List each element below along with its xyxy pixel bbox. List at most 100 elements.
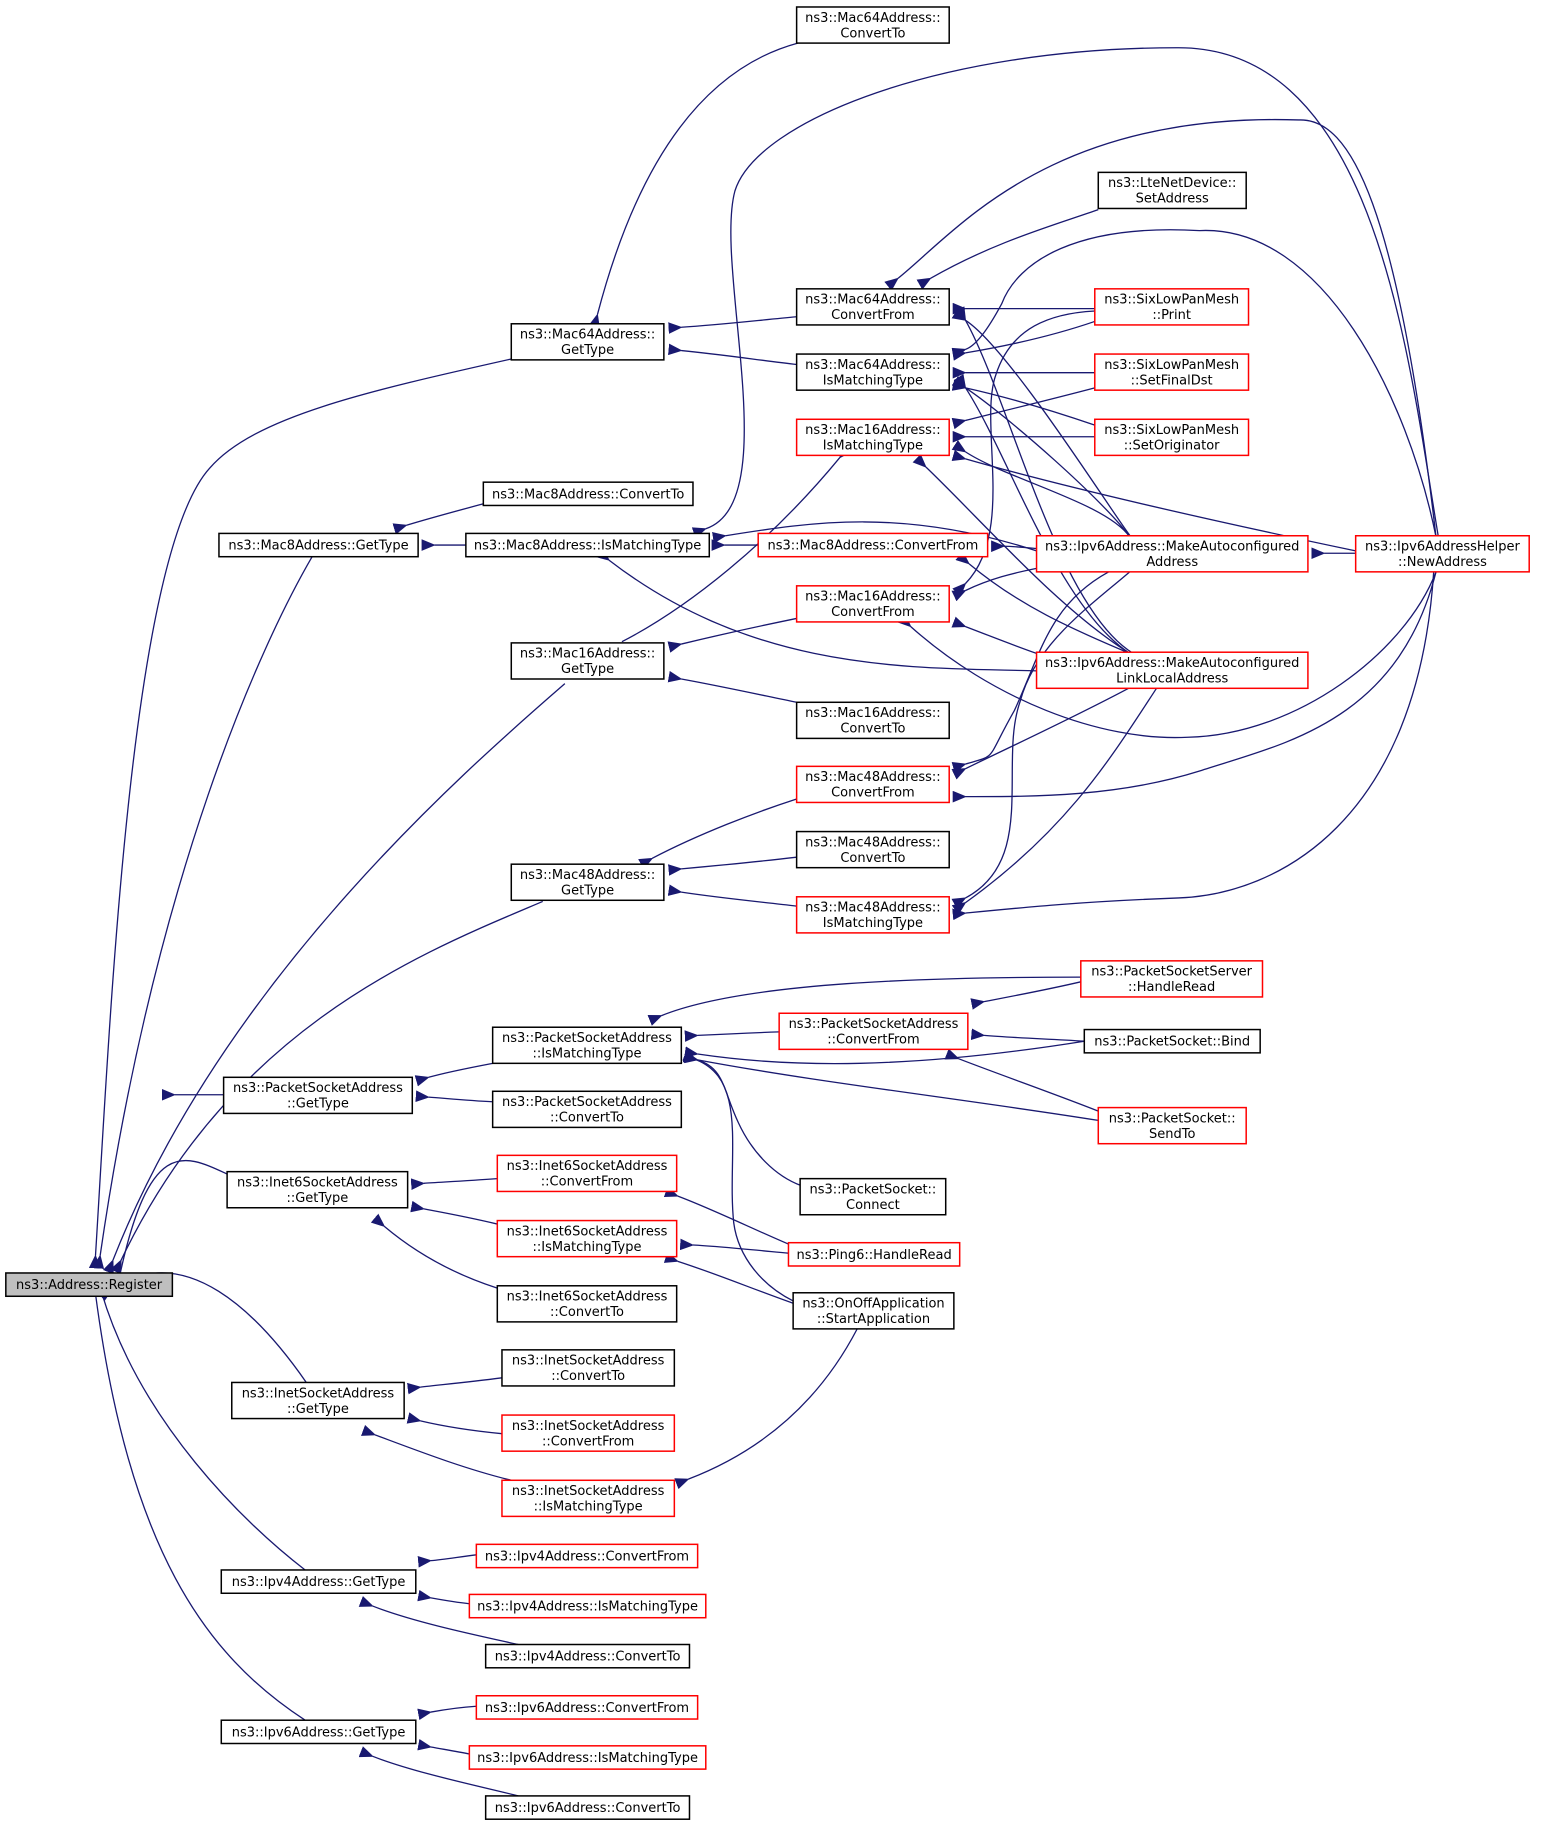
edge-i6sa-convertto-to-i6sa-gettype	[370, 1213, 497, 1288]
edge-ipv6-makeautoll-to-mac64-ismatching	[953, 373, 1130, 654]
node-label-line: ns3::Mac64Address::	[520, 328, 655, 343]
node-mac16-ismatching[interactable]: ns3::Mac16Address::IsMatchingType	[795, 418, 950, 457]
node-ipv6-convertto[interactable]: ns3::Ipv6Address::ConvertTo	[484, 1795, 691, 1820]
node-label-line: ns3::SixLowPanMesh	[1104, 423, 1239, 438]
edge-mac48-convertfrom-to-mac48-gettype	[638, 799, 796, 870]
node-ipv6-convertfrom[interactable]: ns3::Ipv6Address::ConvertFrom	[475, 1694, 699, 1720]
node-ipv6-makeautoll[interactable]: ns3::Ipv6Address::MakeAutoconfiguredLink…	[1035, 651, 1309, 690]
node-mac8-gettype[interactable]: ns3::Mac8Address::GetType	[218, 532, 419, 558]
node-box	[226, 1170, 409, 1209]
node-i6sa-convertto[interactable]: ns3::Inet6SocketAddress::ConvertTo	[496, 1285, 678, 1323]
node-label-line: SetAddress	[1136, 192, 1209, 207]
node-label-line: ns3::Mac64Address::	[805, 293, 940, 308]
node-label-line: Connect	[846, 1198, 900, 1213]
node-ipv4-gettype[interactable]: ns3::Ipv4Address::GetType	[220, 1569, 417, 1595]
edge-mac8-convertto-to-mac8-gettype	[392, 503, 485, 535]
edge-onoff-start-to-i6sa-ismatching	[663, 1251, 793, 1303]
node-label-line: ::ConvertTo	[550, 1305, 624, 1320]
node-i6sa-convertfrom[interactable]: ns3::Inet6SocketAddress::ConvertFrom	[496, 1154, 678, 1193]
node-i6sa-gettype[interactable]: ns3::Inet6SocketAddress::GetType	[226, 1170, 409, 1209]
node-ipv4-ismatching[interactable]: ns3::Ipv4Address::IsMatchingType	[468, 1593, 707, 1619]
node-mac64-gettype[interactable]: ns3::Mac64Address::GetType	[510, 323, 665, 361]
node-ps-bind[interactable]: ns3::PacketSocket::Bind	[1083, 1028, 1261, 1054]
node-mac16-gettype[interactable]: ns3::Mac16Address::GetType	[510, 642, 665, 680]
node-label-line: ns3::Mac16Address::	[805, 423, 940, 438]
node-box	[795, 353, 950, 391]
node-sixlow-setoriginator[interactable]: ns3::SixLowPanMesh::SetOriginator	[1094, 418, 1250, 457]
node-label-line: ns3::PacketSocket::	[1109, 1111, 1236, 1126]
node-label-line: ::ConvertTo	[550, 1111, 624, 1126]
node-ipv6helper-newaddress[interactable]: ns3::Ipv6AddressHelper::NewAddress	[1354, 534, 1530, 573]
node-mac8-ismatching[interactable]: ns3::Mac8Address::IsMatchingType	[465, 532, 711, 558]
node-label-line: ns3::PacketSocketServer	[1091, 965, 1252, 980]
node-ipv6-makeauto[interactable]: ns3::Ipv6Address::MakeAutoconfiguredAddr…	[1035, 534, 1309, 573]
node-label-line: ns3::Ipv6Address::ConvertTo	[495, 1801, 681, 1816]
edge-psa-ismatching-to-psa-gettype	[414, 1063, 493, 1087]
node-label-line: ns3::Mac8Address::ConvertTo	[492, 487, 684, 502]
edge-mac16-convertfrom-to-mac16-gettype	[667, 618, 796, 653]
node-onoff-start[interactable]: ns3::OnOffApplication::StartApplication	[792, 1292, 955, 1330]
node-box	[795, 288, 950, 326]
node-isa-gettype[interactable]: ns3::InetSocketAddress::GetType	[231, 1381, 405, 1420]
node-label-line: ns3::PacketSocket::Bind	[1094, 1035, 1250, 1050]
node-ps-sendto[interactable]: ns3::PacketSocket::SendTo	[1097, 1106, 1247, 1145]
edge-mac16-convertto-to-mac16-gettype	[667, 670, 796, 702]
edge-i6sa-ismatching-to-i6sa-gettype	[410, 1200, 497, 1224]
node-label-line: ns3::Ipv4Address::IsMatchingType	[477, 1600, 698, 1615]
node-ps-connect[interactable]: ns3::PacketSocket::Connect	[799, 1177, 947, 1216]
node-ipv4-convertfrom[interactable]: ns3::Ipv4Address::ConvertFrom	[475, 1543, 699, 1569]
node-box	[501, 1414, 676, 1452]
node-psa-gettype[interactable]: ns3::PacketSocketAddress::GetType	[222, 1076, 414, 1115]
node-sixlow-setfinaldst[interactable]: ns3::SixLowPanMesh::SetFinalDst	[1094, 353, 1250, 391]
node-mac8-convertto[interactable]: ns3::Mac8Address::ConvertTo	[482, 481, 694, 507]
node-lte-setaddress[interactable]: ns3::LteNetDevice::SetAddress	[1097, 171, 1247, 210]
node-mac16-convertfrom[interactable]: ns3::Mac16Address::ConvertFrom	[795, 585, 950, 623]
node-box	[468, 1745, 707, 1770]
node-mac64-convertfrom[interactable]: ns3::Mac64Address::ConvertFrom	[795, 288, 950, 326]
node-label-line: ns3::Mac64Address::	[805, 11, 940, 26]
node-mac64-convertto[interactable]: ns3::Mac64Address::ConvertTo	[795, 6, 950, 44]
node-box	[1094, 353, 1250, 391]
node-label-line: ::IsMatchingType	[534, 1500, 643, 1515]
node-pss-handleread[interactable]: ns3::PacketSocketServer::HandleRead	[1080, 960, 1264, 998]
edge-ipv4-convertfrom-to-ipv4-gettype	[417, 1555, 476, 1568]
node-mac48-ismatching[interactable]: ns3::Mac48Address::IsMatchingType	[795, 896, 950, 934]
node-sixlow-print[interactable]: ns3::SixLowPanMesh::Print	[1094, 288, 1250, 326]
node-box	[795, 830, 950, 869]
node-mac16-convertto[interactable]: ns3::Mac16Address::ConvertTo	[795, 701, 950, 740]
node-mac48-gettype[interactable]: ns3::Mac48Address::GetType	[510, 863, 665, 902]
node-label-line: ns3::InetSocketAddress	[512, 1419, 665, 1434]
node-label-line: ConvertTo	[840, 722, 905, 737]
edge-onoff-start-to-psa-ismatching	[682, 1049, 793, 1301]
edge-ps-bind-to-psa-convertfrom	[970, 1028, 1084, 1041]
node-mac48-convertfrom[interactable]: ns3::Mac48Address::ConvertFrom	[795, 765, 950, 804]
node-register[interactable]: ns3::Address::Register	[5, 1272, 174, 1298]
node-isa-convertto[interactable]: ns3::InetSocketAddress::ConvertTo	[501, 1349, 676, 1387]
edge-ps-sendto-to-psa-convertfrom	[944, 1048, 1099, 1111]
edge-mac16-gettype-to-register	[102, 684, 565, 1275]
node-psa-convertto[interactable]: ns3::PacketSocketAddress::ConvertTo	[491, 1090, 683, 1129]
edge-mac8-gettype-to-register	[92, 557, 312, 1270]
node-label-line: IsMatchingType	[823, 439, 923, 454]
node-psa-ismatching[interactable]: ns3::PacketSocketAddress::IsMatchingType	[491, 1026, 683, 1065]
node-mac64-ismatching[interactable]: ns3::Mac64Address::IsMatchingType	[795, 353, 950, 391]
edge-mac64-convertto-to-mac64-gettype	[588, 43, 797, 329]
node-ipv4-convertto[interactable]: ns3::Ipv4Address::ConvertTo	[484, 1643, 691, 1669]
node-label-line: ns3::InetSocketAddress	[242, 1386, 395, 1401]
node-psa-convertfrom[interactable]: ns3::PacketSocketAddress::ConvertFrom	[778, 1012, 969, 1051]
node-label-line: ns3::Ipv6Address::GetType	[232, 1725, 406, 1740]
node-isa-ismatching[interactable]: ns3::InetSocketAddress::IsMatchingType	[501, 1479, 676, 1518]
node-label-line: LinkLocalAddress	[1116, 672, 1228, 687]
node-mac8-convertfrom[interactable]: ns3::Mac8Address::ConvertFrom	[757, 532, 989, 558]
edges-layer	[88, 43, 1439, 1796]
node-label-line: ::NewAddress	[1398, 555, 1487, 570]
node-isa-convertfrom[interactable]: ns3::InetSocketAddress::ConvertFrom	[501, 1414, 676, 1452]
node-ipv6-ismatching[interactable]: ns3::Ipv6Address::IsMatchingType	[468, 1745, 707, 1770]
edge-ipv6-makeauto-to-mac48-ismatching	[951, 572, 1130, 910]
edge-sixlow-print-to-mac16-convertfrom	[952, 311, 1095, 597]
node-ipv6-gettype[interactable]: ns3::Ipv6Address::GetType	[220, 1719, 417, 1745]
node-i6sa-ismatching[interactable]: ns3::Inet6SocketAddress::IsMatchingType	[496, 1219, 678, 1258]
node-mac48-convertto[interactable]: ns3::Mac48Address::ConvertTo	[795, 830, 950, 869]
node-ping6-handleread[interactable]: ns3::Ping6::HandleRead	[787, 1241, 961, 1267]
